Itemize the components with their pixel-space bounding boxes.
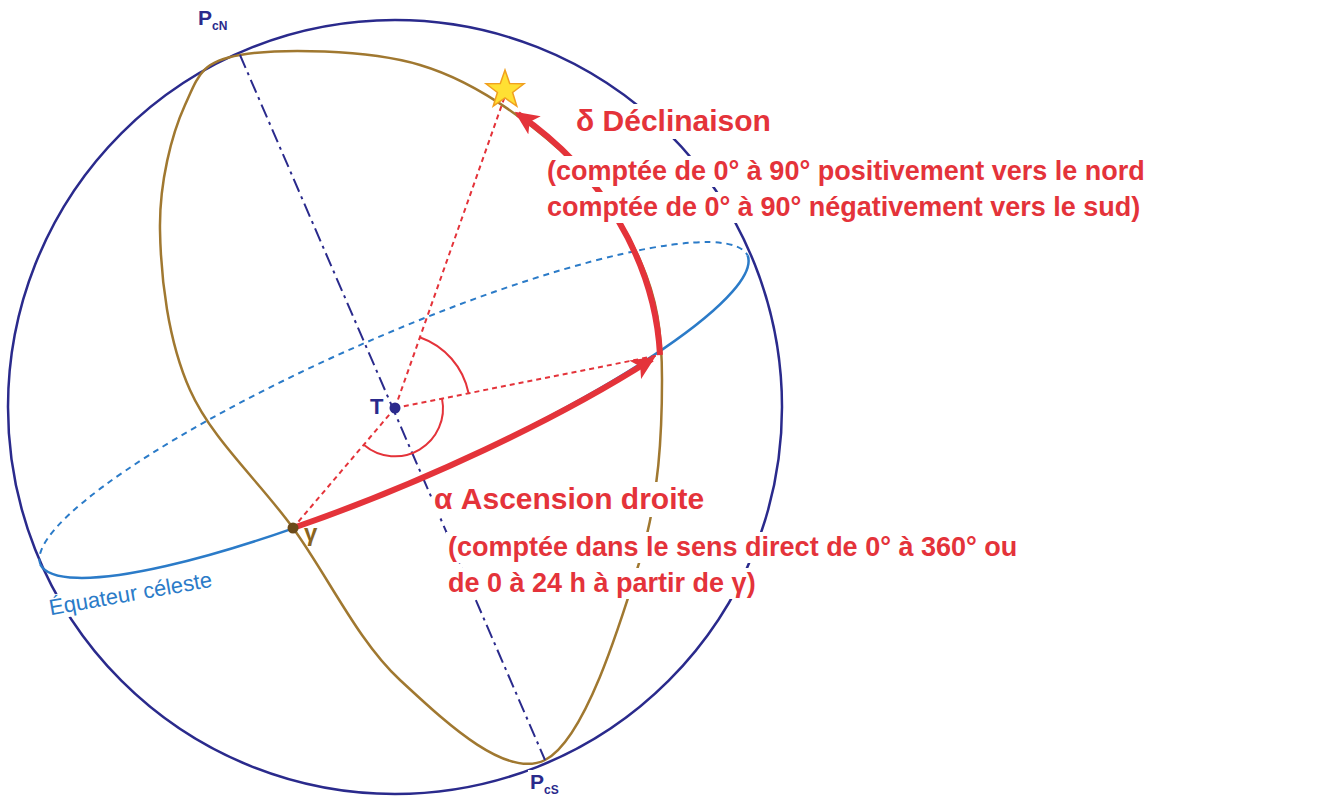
coordinate-note: (comptée dans le sens direct de 0° à 360… (446, 532, 1019, 563)
center-label: T (368, 394, 385, 419)
star-direction (395, 96, 505, 408)
pole-subscript: cS (544, 784, 559, 798)
coordinate-title: δ Déclinaison (574, 104, 773, 139)
equator-front (40, 256, 748, 578)
pole-subscript: cN (212, 20, 227, 34)
angle-arc (420, 337, 469, 393)
coordinate-note: comptée de 0° à 90° négativement vers le… (545, 192, 1142, 223)
vernal-point-dot (288, 523, 299, 534)
coordinate-note: de 0 à 24 h à partir de γ) (446, 568, 758, 599)
earth-dot (390, 403, 401, 414)
equator-back (39, 242, 747, 564)
declination-arrow (518, 114, 660, 355)
coordinate-title: α Ascension droite (432, 482, 706, 517)
coordinate-note: (comptée de 0° à 90° positivement vers l… (545, 156, 1147, 187)
polar-axis (240, 55, 545, 760)
sphere-outline (8, 20, 782, 794)
point-label: γ (302, 519, 319, 547)
circle-label: Équateur céleste (45, 567, 216, 621)
star-symbol (486, 70, 524, 106)
